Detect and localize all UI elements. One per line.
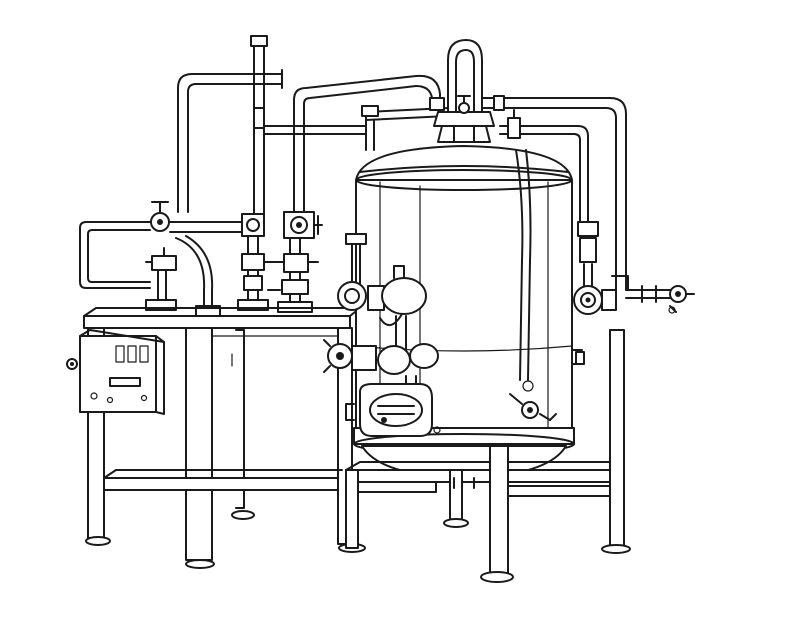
right-fittings: [571, 221, 695, 365]
control-box: [66, 329, 165, 415]
top-pipework: [361, 39, 627, 291]
vessel-stand: [345, 329, 631, 583]
left-pipework: [79, 35, 417, 317]
pump-assembly: [323, 233, 439, 437]
